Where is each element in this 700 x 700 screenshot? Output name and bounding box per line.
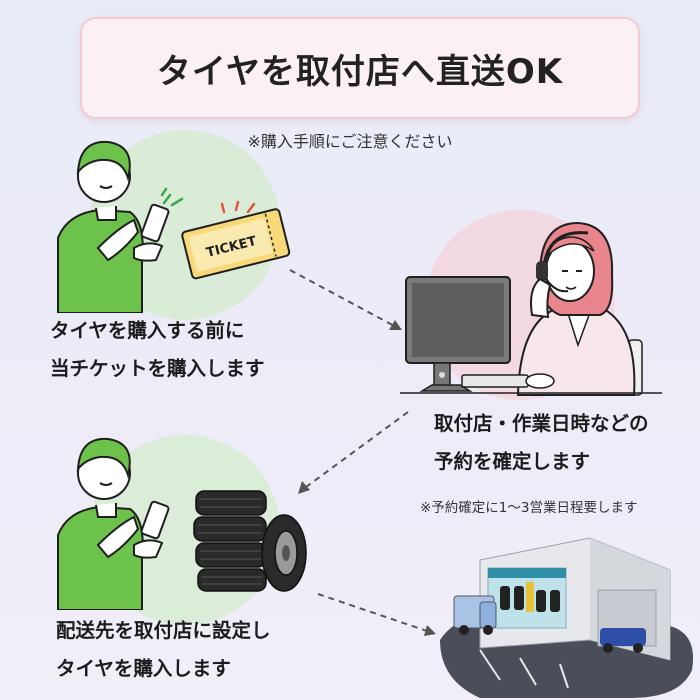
car-icon — [600, 628, 646, 653]
step1-line1: タイヤを購入する前に — [50, 319, 245, 342]
purchase-note: ※購入手順にご注意ください — [247, 132, 453, 151]
ticket-icon: TICKET — [181, 200, 291, 280]
person-phone-icon — [57, 140, 170, 313]
page-title: タイヤを取付店へ直送OK — [156, 51, 564, 92]
title-banner: タイヤを取付店へ直送OK — [80, 17, 640, 119]
step1-text: タイヤを購入する前に 当チケットを購入します — [50, 312, 265, 388]
tires-icon — [193, 490, 307, 592]
keyboard-icon — [461, 374, 529, 388]
step3-text: 配送先を取付店に設定し タイヤを購入します — [56, 612, 271, 688]
sparkle-icon — [160, 187, 184, 207]
step1-line2: 当チケットを購入します — [50, 357, 265, 380]
operator-icon — [400, 221, 662, 396]
step2-note: ※予約確定に1〜3営業日程要します — [420, 500, 638, 516]
step3-line1: 配送先を取付店に設定し — [56, 619, 271, 642]
step2-line2: 予約を確定します — [434, 450, 591, 473]
step2-line1: 取付店・作業日時などの — [434, 412, 649, 435]
step3-line2: タイヤを購入します — [56, 657, 231, 680]
step2-text: 取付店・作業日時などの 予約を確定します — [434, 405, 649, 481]
person-phone-icon-2 — [57, 437, 170, 610]
shop-icon — [440, 537, 694, 698]
delivery-truck-icon — [453, 595, 497, 635]
